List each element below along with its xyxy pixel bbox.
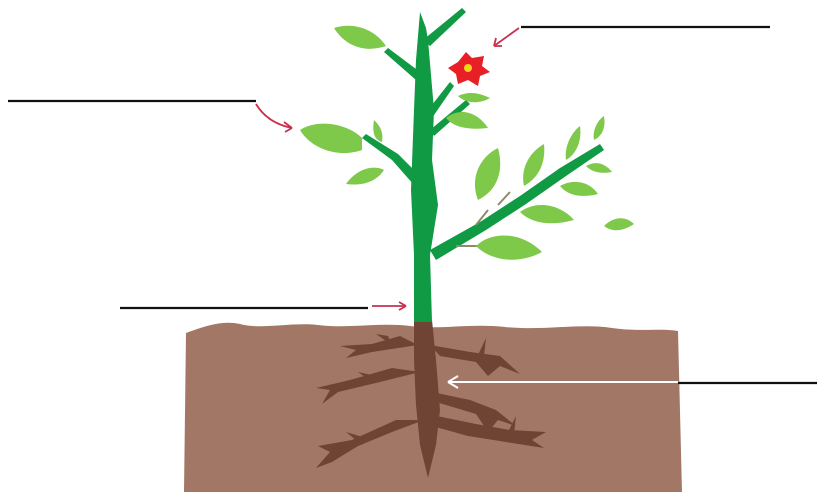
leaf-big-vertical (475, 148, 500, 200)
leaf-floating (604, 218, 634, 230)
arrow-to-flower (494, 28, 519, 46)
leaf-right-up-2 (594, 116, 605, 140)
leaf-right-up-1 (566, 126, 581, 160)
leaf-top-left (334, 26, 386, 49)
flower (448, 52, 490, 86)
leaf-left-large (300, 124, 362, 153)
leaf-right-low-1 (520, 205, 574, 223)
leaf-right-mid (523, 144, 544, 186)
leaf-left-small-up (373, 120, 382, 142)
leaf-right-low-2 (560, 182, 598, 196)
leaf-right-top-2 (446, 112, 488, 129)
leaf-left-small-down (346, 168, 384, 185)
flower-center (464, 64, 472, 72)
leaf-right-top-1 (458, 93, 490, 102)
leaf-bottom-big (476, 235, 542, 259)
leaf-right-tip (586, 163, 612, 173)
